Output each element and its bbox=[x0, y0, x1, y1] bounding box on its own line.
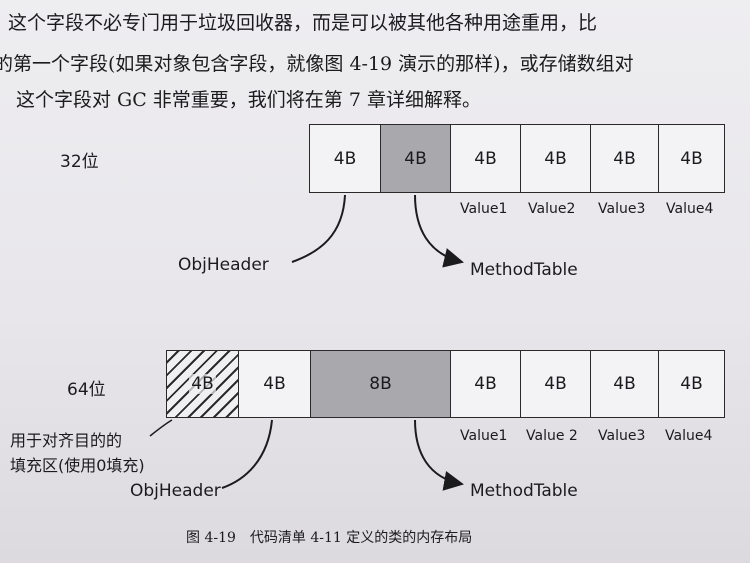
methodtable-arrow-32 bbox=[414, 194, 464, 268]
cell-32-value2: 4B bbox=[520, 124, 591, 193]
padding-cell-text: 4B bbox=[189, 374, 216, 394]
value-label-64-1: Value1 bbox=[460, 428, 508, 444]
paragraph-line-1: 这个字段不必专门用于垃圾回收器，而是可以被其他各种用途重用，比 bbox=[8, 12, 598, 34]
padding-note-line-2: 填充区(使用0填充) bbox=[10, 456, 145, 475]
figure-caption: 图 4-19 代码清单 4-11 定义的类的内存布局 bbox=[186, 530, 473, 546]
methodtable-label-64: MethodTable bbox=[470, 481, 578, 501]
value-label-32-2: Value2 bbox=[528, 201, 576, 217]
value-label-64-2: Value 2 bbox=[526, 428, 578, 444]
cell-64-objheader: 4B bbox=[238, 350, 311, 418]
objheader-label-64: ObjHeader bbox=[130, 481, 221, 501]
objheader-connector-32 bbox=[291, 194, 346, 263]
label-32bit: 32位 bbox=[60, 152, 99, 172]
cell-32-value3: 4B bbox=[590, 124, 659, 193]
value-label-32-3: Value3 bbox=[598, 201, 646, 217]
cell-64-padding: 4B bbox=[166, 350, 239, 418]
cell-64-value4: 4B bbox=[658, 350, 725, 418]
padding-note-line-1: 用于对齐目的的 bbox=[10, 431, 123, 450]
value-label-64-3: Value3 bbox=[598, 428, 646, 444]
cell-64-value3: 4B bbox=[590, 350, 659, 418]
value-label-32-1: Value1 bbox=[460, 201, 508, 217]
paragraph-line-2: 的第一个字段(如果对象包含字段，就像图 4-19 演示的那样)，或存储数组对 bbox=[0, 53, 634, 75]
objheader-label-32: ObjHeader bbox=[178, 255, 269, 275]
value-label-32-4: Value4 bbox=[666, 201, 714, 217]
label-64bit: 64位 bbox=[67, 380, 106, 400]
cell-32-value4: 4B bbox=[658, 124, 725, 193]
paragraph-line-3: 这个字段对 GC 非常重要，我们将在第 7 章详细解释。 bbox=[16, 89, 481, 111]
objheader-connector-64 bbox=[221, 419, 273, 489]
value-label-64-4: Value4 bbox=[665, 428, 713, 444]
cell-64-methodtable: 8B bbox=[310, 350, 451, 418]
padding-note-connector bbox=[149, 419, 173, 437]
cell-32-value1: 4B bbox=[450, 124, 521, 193]
cell-64-value1: 4B bbox=[450, 350, 521, 418]
methodtable-arrow-64 bbox=[414, 419, 464, 491]
methodtable-label-32: MethodTable bbox=[470, 260, 578, 280]
cell-32-methodtable: 4B bbox=[380, 124, 451, 193]
